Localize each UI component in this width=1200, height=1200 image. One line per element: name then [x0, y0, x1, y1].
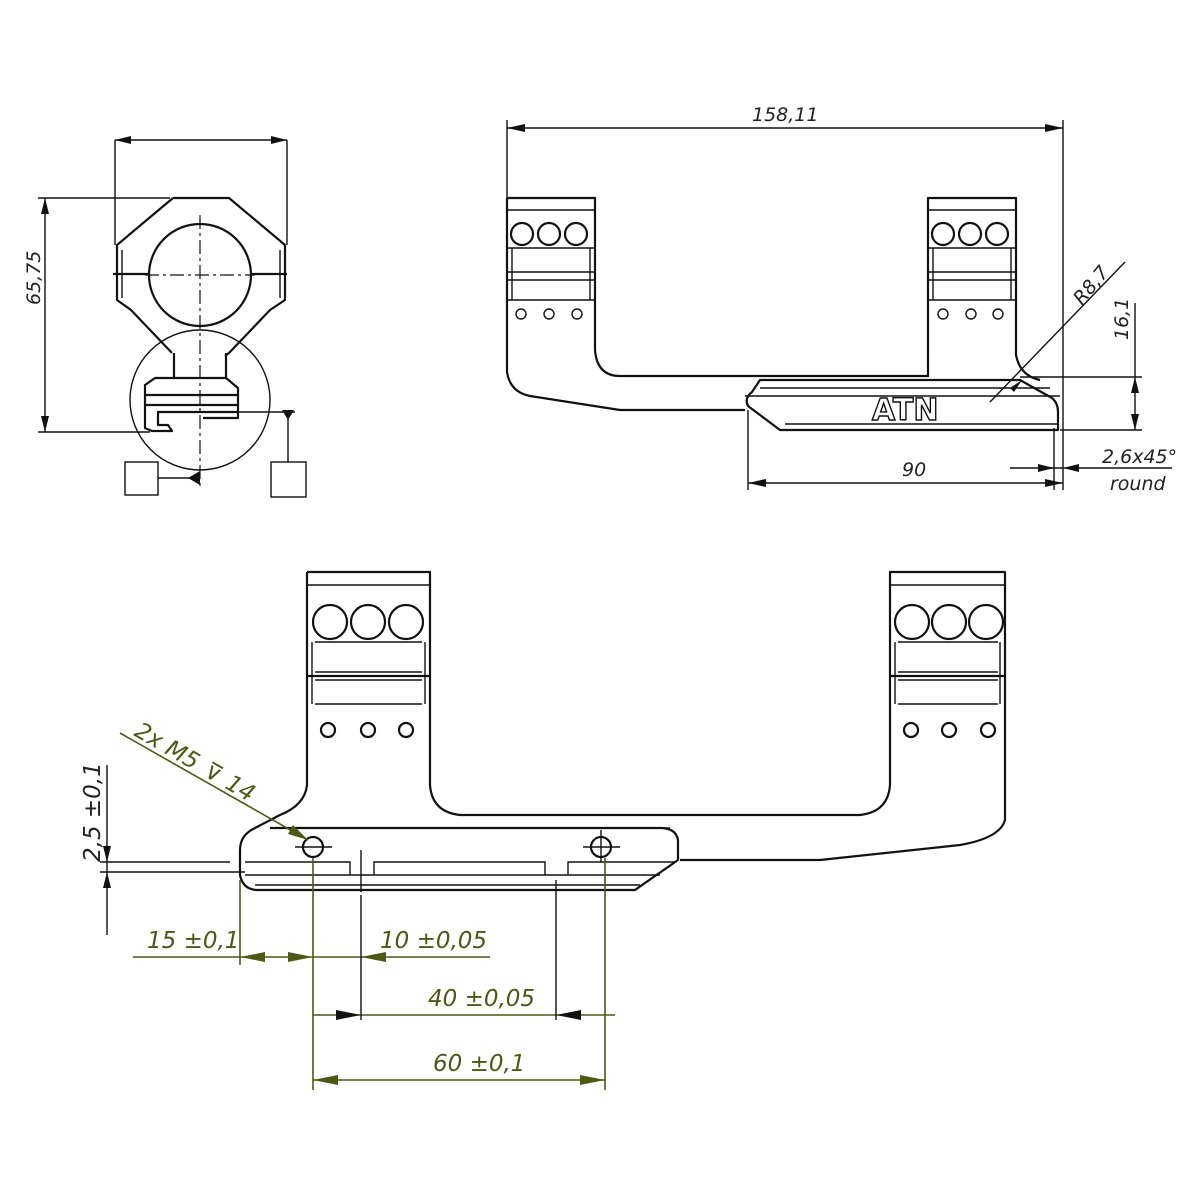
- chamfer-note: round: [1110, 473, 1167, 495]
- front-view: 2,5 ±0,1 2x M5⊽14 15 ±0,1 10 ±0,05 40 ±0…: [80, 570, 1007, 1090]
- end-view: 65,75: [23, 136, 307, 498]
- thread-callout: 2x M5⊽14: [130, 718, 259, 808]
- slot-dim: 10 ±0,05: [380, 928, 487, 954]
- hole-spacing-dim: 60 ±0,1: [433, 1051, 525, 1077]
- slot-spacing-dim: 40 ±0,05: [428, 986, 535, 1012]
- step-dim: 2,5 ±0,1: [80, 762, 106, 862]
- length-dim: 158,11: [752, 104, 818, 126]
- height-dim: 16,1: [1111, 298, 1133, 340]
- chamfer-dim: 2,6x45°: [1102, 446, 1177, 468]
- rail-length-dim: 90: [902, 459, 926, 481]
- offset-dim: 15 ±0,1: [147, 928, 239, 954]
- end-view-height-dim: 65,75: [23, 251, 45, 305]
- radius-dim: R8,7: [1069, 262, 1114, 309]
- atn-logo: ATN: [872, 393, 938, 428]
- side-view: 158,11 ATN R8,7 16,1 2,6x45° round 90: [505, 104, 1177, 495]
